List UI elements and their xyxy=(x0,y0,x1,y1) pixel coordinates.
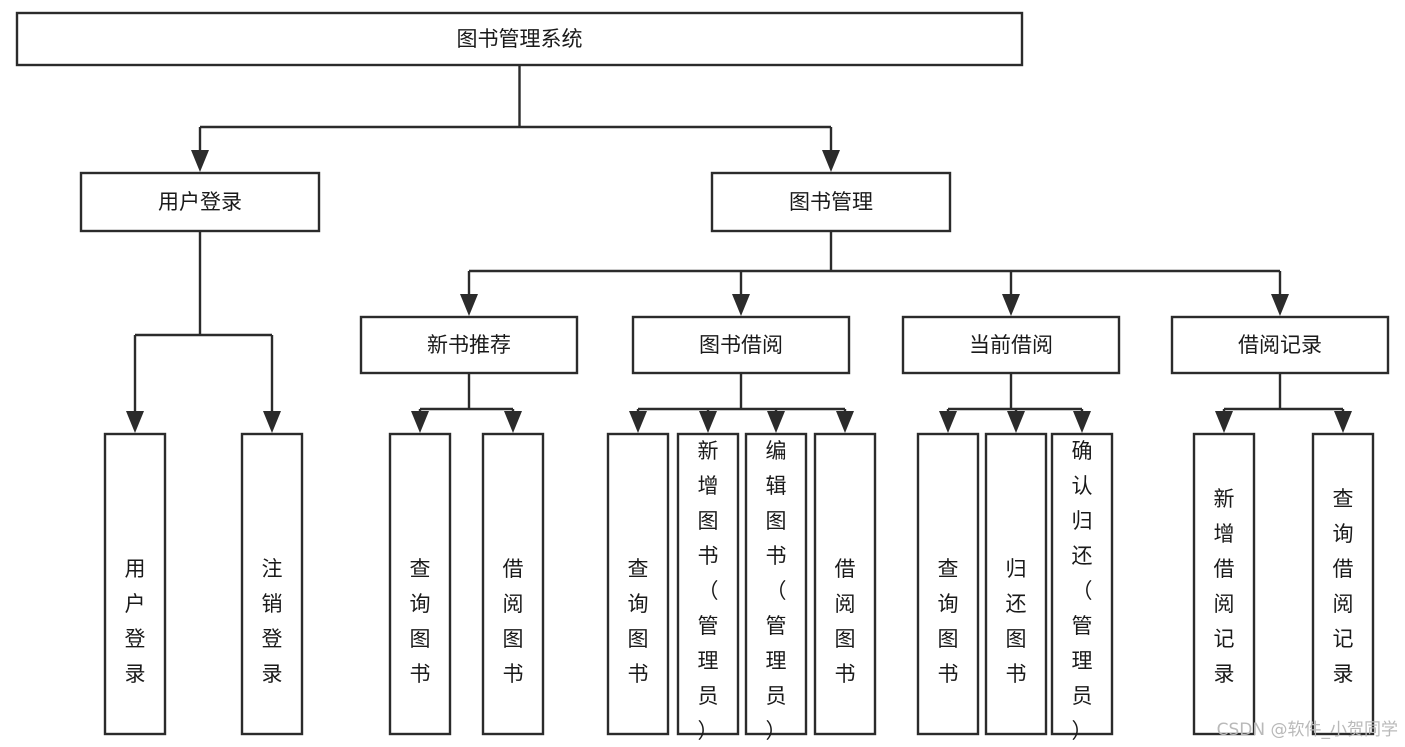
node-label-bb-add-book: 新增图书（管理员） xyxy=(698,439,719,743)
node-label-nbr-borrow-book: 借阅图书 xyxy=(503,557,524,686)
node-box-book-manage xyxy=(710,171,952,233)
node-nbr-borrow-book[interactable]: 借阅图书 xyxy=(481,432,545,736)
node-label-new-book-recommend: 新书推荐 xyxy=(427,333,511,357)
arrow-head-icon xyxy=(939,411,957,433)
node-label-br-query-record: 查询借阅记录 xyxy=(1333,487,1354,686)
node-book-manage[interactable]: 图书管理 xyxy=(710,171,952,233)
node-box-root xyxy=(15,11,1024,67)
arrow-head-icon xyxy=(1271,294,1289,316)
arrow-head-icon xyxy=(1002,294,1020,316)
node-label-root: 图书管理系统 xyxy=(457,27,583,51)
node-box-current-borrow xyxy=(901,315,1121,375)
node-label-user-logout: 注销登录 xyxy=(262,557,283,686)
arrow-head-icon xyxy=(1215,411,1233,433)
node-book-borrow[interactable]: 图书借阅 xyxy=(631,315,851,375)
node-label-bb-query-book: 查询图书 xyxy=(628,557,649,686)
csdn-watermark: CSDN @软件_小贺同学 xyxy=(1217,720,1398,740)
arrow-head-icon xyxy=(1007,411,1025,433)
node-bb-borrow-book[interactable]: 借阅图书 xyxy=(813,432,877,736)
arrow-head-icon xyxy=(1334,411,1352,433)
node-box-borrow-record xyxy=(1170,315,1390,375)
node-user-logout[interactable]: 注销登录 xyxy=(240,432,304,736)
node-bb-query-book[interactable]: 查询图书 xyxy=(606,432,670,736)
arrow-head-icon xyxy=(767,411,785,433)
node-br-add-record[interactable]: 新增借阅记录 xyxy=(1192,432,1256,736)
arrow-head-icon xyxy=(126,411,144,433)
arrow-head-icon xyxy=(822,150,840,172)
node-box-cb-return-book xyxy=(984,432,1048,736)
node-cb-return-book[interactable]: 归还图书 xyxy=(984,432,1048,736)
node-box-user-logout xyxy=(240,432,304,736)
arrow-head-icon xyxy=(629,411,647,433)
node-box-user-login-do xyxy=(103,432,167,736)
node-box-cb-confirm-return xyxy=(1050,432,1114,736)
node-bb-edit-book[interactable]: 编辑图书（管理员） xyxy=(744,432,808,743)
node-box-user-login xyxy=(79,171,321,233)
node-box-cb-query-book xyxy=(916,432,980,736)
node-layer: 图书管理系统用户登录用户登录注销登录图书管理新书推荐查询图书借阅图书图书借阅查询… xyxy=(15,11,1390,743)
node-label-cb-return-book: 归还图书 xyxy=(1006,557,1027,686)
node-borrow-record[interactable]: 借阅记录 xyxy=(1170,315,1390,375)
node-new-book-recommend[interactable]: 新书推荐 xyxy=(359,315,579,375)
node-nbr-query-book[interactable]: 查询图书 xyxy=(388,432,452,736)
node-label-nbr-query-book: 查询图书 xyxy=(410,557,431,686)
arrow-head-icon xyxy=(732,294,750,316)
arrow-head-icon xyxy=(411,411,429,433)
node-label-bb-edit-book: 编辑图书（管理员） xyxy=(766,439,787,743)
node-label-book-borrow: 图书借阅 xyxy=(699,333,783,357)
node-label-cb-query-book: 查询图书 xyxy=(938,557,959,686)
arrow-head-icon xyxy=(263,411,281,433)
node-label-bb-borrow-book: 借阅图书 xyxy=(835,557,856,686)
node-box-nbr-borrow-book xyxy=(481,432,545,736)
node-label-current-borrow: 当前借阅 xyxy=(969,333,1053,357)
node-current-borrow[interactable]: 当前借阅 xyxy=(901,315,1121,375)
arrow-head-icon xyxy=(1073,411,1091,433)
node-root[interactable]: 图书管理系统 xyxy=(15,11,1024,67)
node-label-user-login: 用户登录 xyxy=(158,190,242,214)
arrow-head-icon xyxy=(836,411,854,433)
node-box-br-query-record xyxy=(1311,432,1375,736)
node-user-login[interactable]: 用户登录 xyxy=(79,171,321,233)
node-br-query-record[interactable]: 查询借阅记录 xyxy=(1311,432,1375,736)
node-box-nbr-query-book xyxy=(388,432,452,736)
node-box-br-add-record xyxy=(1192,432,1256,736)
node-box-bb-edit-book xyxy=(744,432,808,736)
arrow-head-icon xyxy=(191,150,209,172)
node-label-borrow-record: 借阅记录 xyxy=(1238,333,1322,357)
node-label-user-login-do: 用户登录 xyxy=(125,557,146,686)
node-box-bb-add-book xyxy=(676,432,740,736)
arrow-head-icon xyxy=(460,294,478,316)
connector-layer xyxy=(126,65,1352,433)
node-bb-add-book[interactable]: 新增图书（管理员） xyxy=(676,432,740,743)
node-box-new-book-recommend xyxy=(359,315,579,375)
node-label-book-manage: 图书管理 xyxy=(789,190,873,214)
node-cb-confirm-return[interactable]: 确认归还（管理员） xyxy=(1050,432,1114,743)
node-cb-query-book[interactable]: 查询图书 xyxy=(916,432,980,736)
node-user-login-do[interactable]: 用户登录 xyxy=(103,432,167,736)
node-label-cb-confirm-return: 确认归还（管理员） xyxy=(1072,439,1093,743)
node-box-book-borrow xyxy=(631,315,851,375)
arrow-head-icon xyxy=(699,411,717,433)
arrow-head-icon xyxy=(504,411,522,433)
node-box-bb-borrow-book xyxy=(813,432,877,736)
node-box-bb-query-book xyxy=(606,432,670,736)
node-label-br-add-record: 新增借阅记录 xyxy=(1214,487,1235,686)
